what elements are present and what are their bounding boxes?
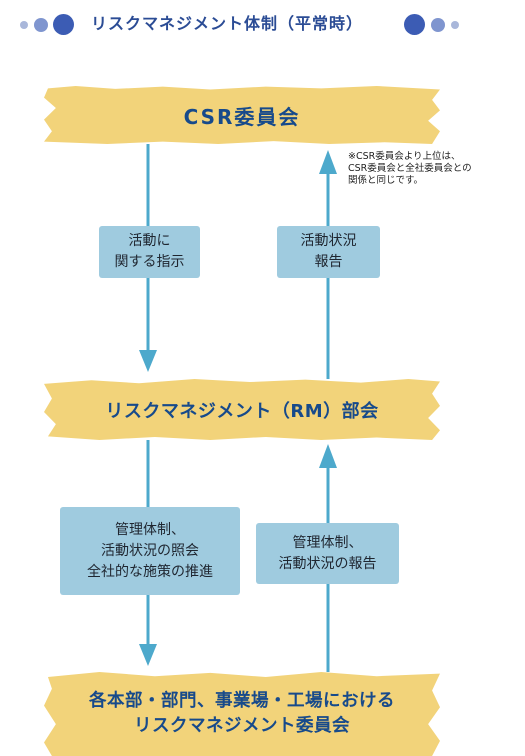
inquiry-promotion-box: 管理体制、 活動状況の照会 全社的な施策の推進	[60, 507, 240, 595]
division-rm-committee-band: 各本部・部門、事業場・工場における リスクマネジメント委員会	[44, 672, 440, 756]
decor-dot-medium	[431, 18, 445, 32]
division-rm-committee-label-line2: リスクマネジメント委員会	[134, 716, 350, 736]
diagram-title: リスクマネジメント体制（平常時）	[91, 14, 364, 33]
activity-instruction-box: 活動に 関する指示	[99, 226, 200, 278]
decor-dot-large	[404, 14, 425, 35]
management-report-text: 管理体制、 活動状況の報告	[278, 534, 377, 572]
management-report-box: 管理体制、 活動状況の報告	[256, 523, 399, 584]
arrow-up-head	[319, 150, 337, 174]
activity-report-box: 活動状況 報告	[277, 226, 380, 278]
activity-report-text: 活動状況 報告	[300, 233, 357, 270]
activity-instruction-text: 活動に 関する指示	[114, 233, 185, 270]
decor-dot-small	[20, 21, 28, 29]
division-rm-committee-label-line1: 各本部・部門、事業場・工場における	[89, 691, 395, 711]
hierarchy-note-text: ※CSR委員会より上位は、 CSR委員会と全社委員会との 関係と同じです。	[348, 151, 472, 186]
csr-committee-band: CSR委員会	[44, 86, 440, 144]
diagram-header: リスクマネジメント体制（平常時）	[0, 0, 525, 48]
decor-dot-medium	[34, 18, 48, 32]
csr-committee-label: CSR委員会	[183, 104, 301, 129]
inquiry-promotion-text: 管理体制、 活動状況の照会 全社的な施策の推進	[87, 521, 213, 580]
rm-subcommittee-band: リスクマネジメント（RM）部会	[44, 379, 440, 440]
arrow-down-head	[139, 644, 157, 666]
arrow-up-head	[319, 444, 337, 468]
arrow-down-head	[139, 350, 157, 372]
hierarchy-note: ※CSR委員会より上位は、 CSR委員会と全社委員会との 関係と同じです。	[348, 151, 525, 187]
rm-subcommittee-label: リスクマネジメント（RM）部会	[105, 400, 379, 422]
decor-dot-small	[451, 21, 459, 29]
decor-dot-large	[53, 14, 74, 35]
